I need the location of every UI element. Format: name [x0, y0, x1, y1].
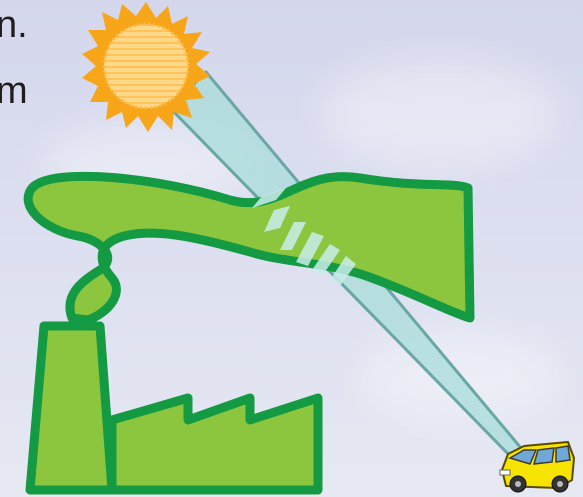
factory-icon [30, 326, 318, 490]
smoke-plume-icon [28, 176, 470, 320]
